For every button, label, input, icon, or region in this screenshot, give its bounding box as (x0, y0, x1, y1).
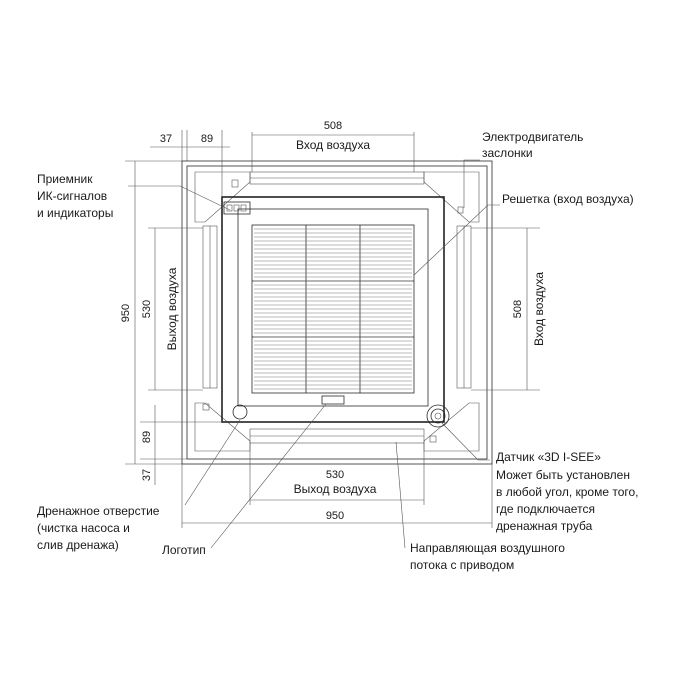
dim-left-530: 530 (141, 300, 153, 318)
outer-panel (181, 160, 493, 465)
callout-ir-receiver-2: ИК-сигналов (37, 189, 107, 203)
callout-sensor-4: где подключается (496, 502, 595, 516)
dim-bottom-530: 530 (326, 469, 344, 481)
grille (251, 224, 415, 394)
dim-bottom-950: 950 (326, 510, 344, 522)
callout-drain-1: Дренажное отверстие (37, 504, 160, 518)
callout-sensor-3: в любой угол, кроме того, (496, 485, 639, 499)
logo-mark (321, 395, 345, 405)
sensor-3d-i-see (426, 404, 450, 428)
dim-left-89: 89 (141, 431, 153, 443)
inner-frame-ring (237, 208, 429, 407)
inner-frame (221, 196, 445, 423)
callout-guide-1: Направляющая воздушного (410, 541, 565, 555)
dim-top-508: 508 (324, 120, 342, 132)
ir-receiver (223, 201, 251, 215)
callout-drain-3: слив дренажа) (37, 538, 119, 552)
label-air-outlet-bottom: Выход воздуха (294, 482, 377, 496)
label-air-inlet-right: Вход воздуха (532, 272, 546, 346)
callout-logo: Логотип (162, 543, 206, 557)
drain-opening (232, 404, 248, 420)
label-air-outlet-left: Выход воздуха (165, 267, 179, 350)
callout-grille: Решетка (вход воздуха) (502, 192, 634, 206)
dim-top-37: 37 (160, 133, 172, 145)
leader-lines (128, 159, 500, 549)
dimension-lines (125, 130, 540, 528)
callout-ir-receiver-3: и индикаторы (37, 206, 113, 220)
dim-top-89: 89 (201, 133, 213, 145)
dim-left-950: 950 (120, 304, 132, 322)
callout-guide-2: потока с приводом (410, 558, 514, 572)
label-air-inlet-top: Вход воздуха (296, 138, 370, 152)
dim-right-508: 508 (512, 300, 524, 318)
dim-left-37: 37 (141, 469, 153, 481)
callout-sensor-2: Может быть установлен (496, 468, 630, 482)
callout-drain-2: (чистка насоса и (37, 521, 130, 535)
callout-sensor-1: Датчик «3D I-SEE» (496, 450, 601, 464)
callout-sensor-5: дренажная труба (496, 519, 593, 533)
side-louvres (202, 171, 472, 444)
callout-motor-1: Электродвигатель (482, 130, 583, 144)
outer-panel-inner (186, 165, 488, 460)
callout-motor-2: заслонки (482, 146, 533, 160)
callout-ir-receiver-1: Приемник (37, 172, 93, 186)
